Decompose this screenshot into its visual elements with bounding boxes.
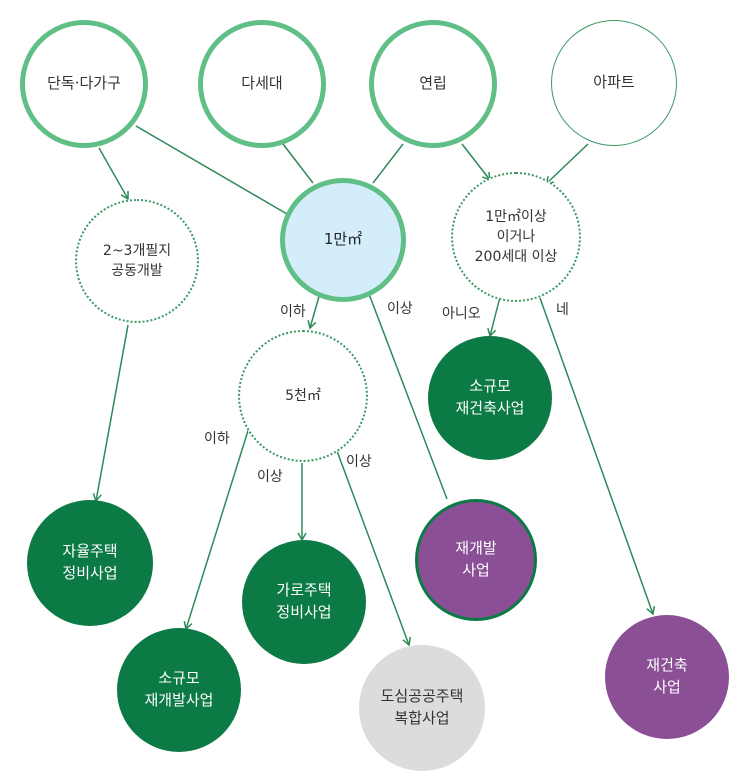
node-small-redevelopment: 소규모 재개발사업 xyxy=(117,628,241,752)
node-urban-public-housing-label: 도심공공주택 복합사업 xyxy=(380,687,464,727)
node-apartment: 아파트 xyxy=(551,20,677,146)
node-area-5000sqm-label: 5천㎡ xyxy=(285,387,321,404)
node-center-10000sqm: 1만㎡ xyxy=(280,178,406,302)
node-small-redevelopment-label: 소규모 재개발사업 xyxy=(144,669,214,709)
edge-area5k-to-smallredev xyxy=(183,417,253,631)
node-small-reconstruction: 소규모 재건축사업 xyxy=(428,336,552,460)
edge-label-area-above-mid: 이상 xyxy=(257,469,283,485)
node-rowhouse: 연립 xyxy=(369,20,497,148)
node-urban-public-housing: 도심공공주택 복합사업 xyxy=(359,645,485,771)
node-redevelopment: 재개발 사업 xyxy=(415,499,537,621)
node-street-housing-label: 가로주택 정비사업 xyxy=(276,581,332,621)
edge-label-area-below: 이하 xyxy=(204,431,230,447)
edge-label-area-above-right: 이상 xyxy=(346,454,372,470)
edge-label-apartment-yes: 네 xyxy=(556,302,569,318)
edge-label-center-below: 이하 xyxy=(280,304,306,320)
edge-detached-to-center xyxy=(135,125,288,215)
edge-jointdev-to-autonomous xyxy=(92,324,129,503)
node-center-label: 1만㎡ xyxy=(323,230,363,249)
edge-area5k-to-urbanpublic xyxy=(336,450,412,647)
edge-rowhouse-to-largeapt xyxy=(461,143,491,182)
node-apartment-label: 아파트 xyxy=(593,73,635,92)
node-small-reconstruction-label: 소규모 재건축사업 xyxy=(455,377,525,417)
node-reconstruction-label: 재건축 사업 xyxy=(646,656,688,696)
edge-rowhouse-to-center xyxy=(372,143,404,184)
node-redevelopment-label: 재개발 사업 xyxy=(455,539,497,579)
node-joint-development-label: 2~3개필지 공동개발 xyxy=(102,242,172,279)
node-rowhouse-label: 연립 xyxy=(419,74,447,93)
edge-center-to-redevelopment xyxy=(368,293,448,500)
node-joint-development: 2~3개필지 공동개발 xyxy=(75,199,199,323)
edge-multiplex-to-center xyxy=(282,143,314,184)
node-large-apartment-condition: 1만㎡이상 이거나 200세대 이상 xyxy=(451,172,581,302)
node-detached-multifamily: 단독·다가구 xyxy=(20,20,148,148)
node-multiplex: 다세대 xyxy=(198,20,326,148)
edge-label-apartment-no: 아니오 xyxy=(442,306,481,322)
node-area-5000sqm: 5천㎡ xyxy=(238,330,368,462)
node-autonomous-housing: 자율주택 정비사업 xyxy=(27,500,153,626)
edge-detached-to-jointdev xyxy=(98,147,129,201)
edge-largeapt-to-rebuild xyxy=(539,297,656,616)
edge-label-center-above: 이상 xyxy=(387,301,413,317)
node-detached-label: 단독·다가구 xyxy=(47,74,121,93)
edge-apartment-to-largeapt xyxy=(544,143,589,186)
node-large-apartment-label: 1만㎡이상 이거나 200세대 이상 xyxy=(474,208,558,266)
node-reconstruction: 재건축 사업 xyxy=(605,615,729,739)
node-multiplex-label: 다세대 xyxy=(241,74,283,93)
node-autonomous-housing-label: 자율주택 정비사업 xyxy=(62,542,118,582)
edge-largeapt-to-smallrebuild xyxy=(487,296,501,338)
node-street-housing: 가로주택 정비사업 xyxy=(242,540,366,664)
